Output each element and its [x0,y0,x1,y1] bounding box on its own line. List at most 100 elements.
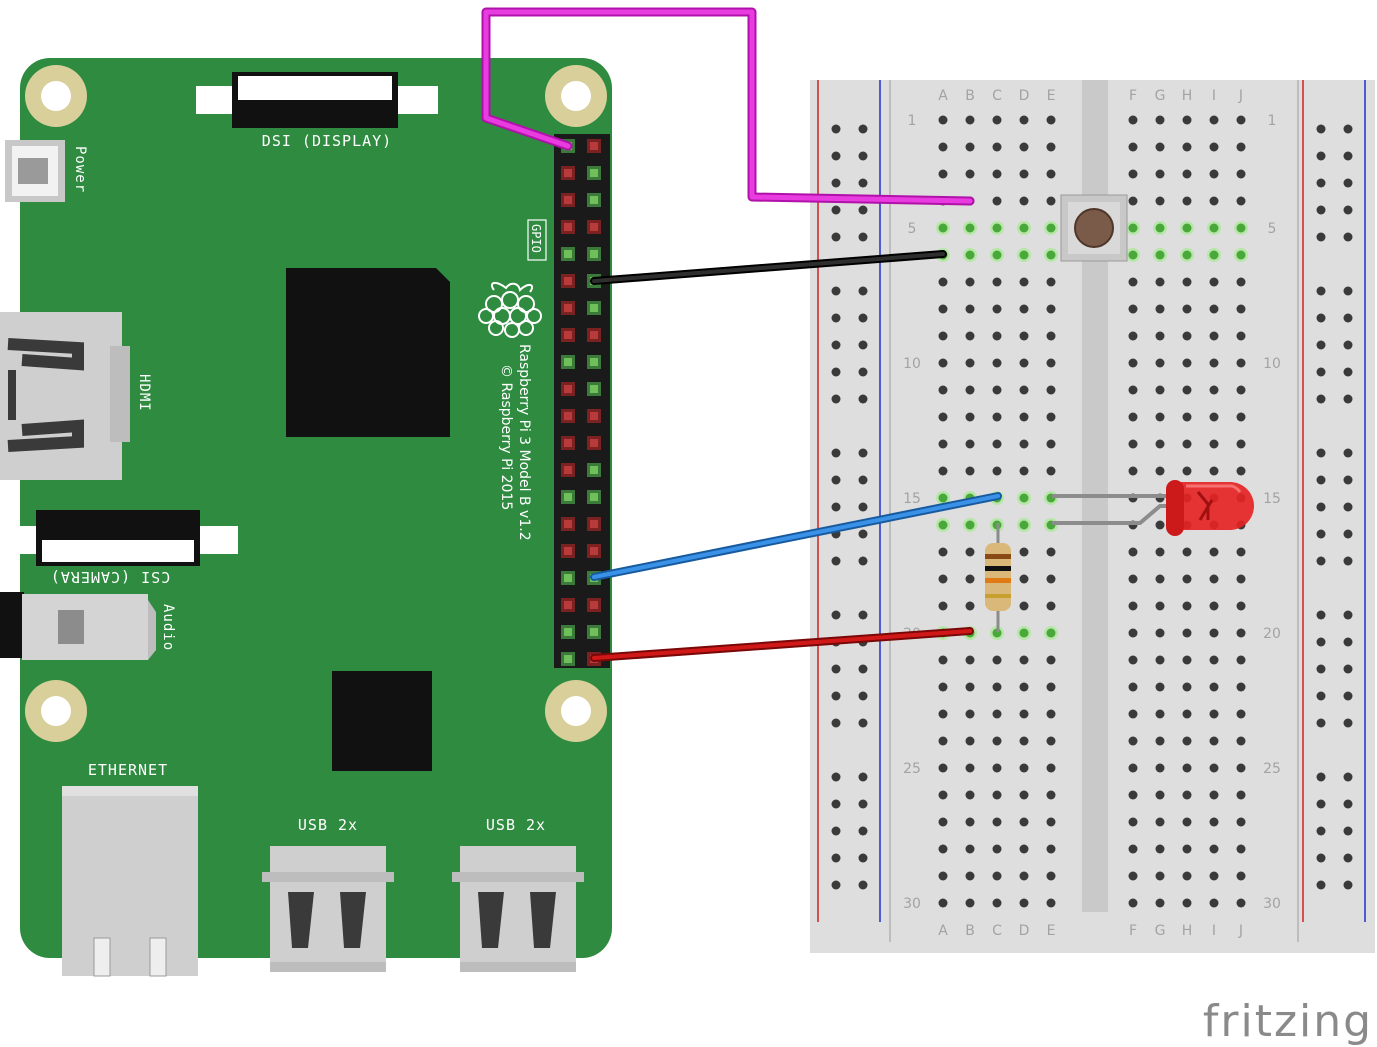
raspberry-pi-board: DSI (DISPLAY) Power HDMI CSI (CAMERA) [0,58,612,977]
breadboard-hole [1046,790,1056,800]
breadboard-hole [1182,439,1192,449]
column-letter: H [1182,923,1193,939]
rail-hole [1316,664,1326,674]
breadboard-hole [1155,682,1165,692]
gpio-pin [587,247,601,261]
breadboard-hole [1046,736,1056,746]
gpio-pin [561,571,575,585]
rail-hole [858,448,868,458]
column-letter: H [1182,88,1193,104]
breadboard-hole [938,358,948,368]
breadboard-hole [1182,655,1192,665]
rail-hole [831,502,841,512]
column-letter: A [938,923,948,939]
rail-hole [858,178,868,188]
column-letter: C [992,88,1002,104]
breadboard-hole [1207,248,1221,262]
rail-hole [831,151,841,161]
gpio-pin [561,328,575,342]
breadboard-hole [1128,844,1138,854]
breadboard-hole [1019,682,1029,692]
rail-hole [1343,151,1353,161]
model-label: Raspberry Pi 3 Model B v1.2 [516,344,532,541]
breadboard-hole [1046,871,1056,881]
breadboard-hole [1209,871,1219,881]
gpio-pin [587,598,601,612]
breadboard-hole [1236,196,1246,206]
breadboard-hole [938,682,948,692]
breadboard-hole [965,898,975,908]
breadboard-hole [1128,817,1138,827]
breadboard-hole [1128,169,1138,179]
rail-hole [1343,394,1353,404]
breadboard-hole [1155,277,1165,287]
breadboard-hole [1209,547,1219,557]
breadboard-hole [938,304,948,314]
rail-hole [1343,772,1353,782]
breadboard-hole [1182,169,1192,179]
breadboard-hole [1019,331,1029,341]
breadboard-hole [1207,221,1221,235]
breadboard-hole [992,331,1002,341]
gpio-pin [587,382,601,396]
breadboard-hole [1236,844,1246,854]
dsi-connector [196,72,438,128]
breadboard-hole [1128,628,1138,638]
rail-hole [831,556,841,566]
breadboard-hole [965,439,975,449]
breadboard-hole [992,763,1002,773]
gpio-pin [561,409,575,423]
rail-hole [831,232,841,242]
breadboard-hole [1046,574,1056,584]
breadboard-hole [1155,655,1165,665]
breadboard-hole [938,898,948,908]
audio-label: Audio [160,604,176,651]
column-letter: F [1129,923,1137,939]
row-number: 15 [903,491,921,507]
gpio-pin [587,490,601,504]
breadboard-hole [992,358,1002,368]
breadboard-hole [1155,844,1165,854]
breadboard-hole [1155,115,1165,125]
rail-hole [831,772,841,782]
breadboard-hole [965,817,975,827]
breadboard-hole [990,626,1004,640]
breadboard-hole [965,115,975,125]
rail-hole [831,205,841,215]
rail-hole [1316,826,1326,836]
breadboard-hole [1155,574,1165,584]
breadboard-hole [1044,626,1058,640]
wire-black [590,250,947,285]
rail-hole [831,448,841,458]
hdmi-connector [0,312,130,480]
rail-hole [1316,367,1326,377]
rail-hole [831,367,841,377]
breadboard-hole [965,601,975,611]
breadboard-hole [963,518,977,532]
breadboard-hole [938,169,948,179]
rail-hole [858,556,868,566]
mounting-hole [25,680,87,742]
breadboard-hole [1182,547,1192,557]
rail-hole [831,178,841,188]
breadboard-hole [1182,763,1192,773]
breadboard-hole [1234,248,1248,262]
breadboard-hole [1019,655,1029,665]
breadboard-hole [938,115,948,125]
rail-hole [1343,664,1353,674]
breadboard-hole [1019,358,1029,368]
breadboard-hole [1236,817,1246,827]
breadboard-hole [965,844,975,854]
row-number: 1 [1268,113,1277,129]
breadboard-hole [1044,248,1058,262]
breadboard-hole [1180,221,1194,235]
usb-right-label: USB 2x [486,816,546,834]
breadboard-hole [938,277,948,287]
column-letter: J [1238,923,1243,939]
rail-hole [831,826,841,836]
wire-blue [590,492,1002,581]
breadboard-hole [1236,898,1246,908]
breadboard-hole [1153,221,1167,235]
rail-hole [1316,799,1326,809]
ethernet-label: ETHERNET [88,761,168,779]
